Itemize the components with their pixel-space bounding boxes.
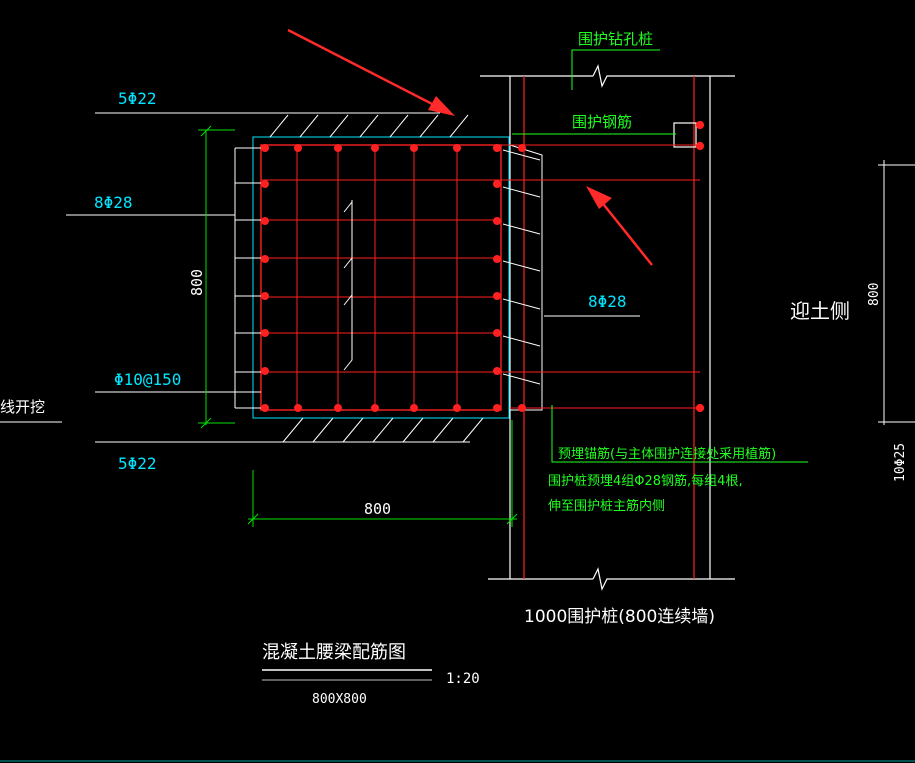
label-stirrups: Φ10@150 [114, 370, 181, 389]
rebar-dots [261, 144, 526, 412]
red-arrows [287, 28, 653, 266]
label-pile-drill: 围护钻孔桩 [578, 30, 653, 48]
section-size-label: 800X800 [312, 692, 367, 707]
label-top-bars: 5Φ22 [118, 89, 157, 108]
pile-rebar [523, 76, 705, 579]
bottom-hatch [95, 417, 484, 443]
label-soil-side: 迎土侧 [790, 299, 850, 323]
note-line-3: 伸至围护桩主筋内侧 [548, 498, 665, 514]
dim-horizontal [247, 420, 518, 527]
label-side-bars-right: 8Φ28 [588, 292, 627, 311]
right-dim-value: 800 [867, 283, 882, 306]
dim-width-value: 800 [364, 500, 391, 518]
retaining-pile [480, 64, 735, 591]
left-ticks [66, 147, 261, 409]
right-bars-label: 10Φ25 [893, 443, 908, 482]
pile-caption: 1000围护桩(800连续墙) [524, 607, 715, 627]
label-bottom-bars: 5Φ22 [118, 454, 157, 473]
label-side-bars-left: 8Φ28 [94, 193, 133, 212]
note-line-1: 预埋锚筋(与主体围护连接处采用植筋) [558, 446, 776, 462]
dim-height-value: 800 [188, 269, 206, 296]
note-line-2: 围护桩预埋4组Φ28钢筋,每组4根, [548, 473, 743, 489]
beam-outline [252, 136, 543, 419]
label-retaining-rebar: 围护钢筋 [572, 113, 632, 131]
right-ticks [502, 149, 640, 385]
dim-right [878, 160, 915, 425]
drawing-title: 混凝土腰梁配筋图 [262, 642, 406, 663]
label-excavation: 线开挖 [0, 398, 45, 416]
scale-label: 1:20 [446, 671, 480, 687]
break-mark [343, 200, 353, 371]
rebar-grid [261, 144, 700, 410]
dim-vertical [198, 125, 235, 429]
top-hatch [95, 112, 469, 138]
leaders [0, 49, 808, 463]
